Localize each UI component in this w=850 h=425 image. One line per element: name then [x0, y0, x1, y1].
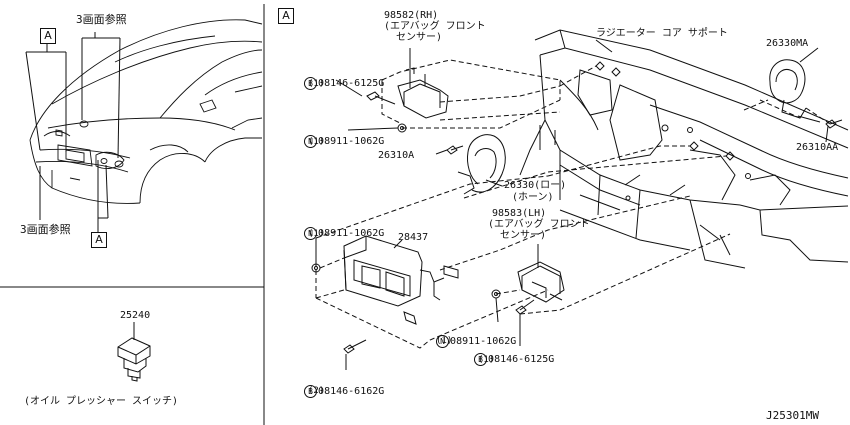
- horn-aa-part-no: 26310AA: [796, 142, 839, 153]
- sensor-rh-desc-1: (エアバッグ フロント: [384, 21, 486, 32]
- bolt-badge: B: [474, 353, 488, 366]
- sensor-lh-desc-2: センサー): [500, 230, 547, 241]
- radiator-core-support-drawing: [519, 29, 849, 269]
- nut-badge: N: [436, 335, 450, 348]
- oil-switch-part-no: 25240: [120, 310, 151, 321]
- bolt-b-lh-part-no: 08146-6125G: [488, 354, 555, 365]
- section-marker-a[interactable]: A: [278, 8, 294, 24]
- sensor-lh-desc-1: (エアバッグ フロント: [488, 219, 590, 230]
- sensor-lh-part-no: 98583(LH): [492, 208, 547, 219]
- car-illustration: [29, 19, 263, 204]
- fasteners: [311, 61, 843, 354]
- ref-marker-a-top[interactable]: A: [40, 28, 56, 44]
- sensor-lh-drawing: [517, 261, 565, 303]
- bolt-b-lamp-qty: (2): [308, 386, 325, 396]
- nut-n-lh-qty: (1): [436, 336, 453, 346]
- horn-low-desc: (ホーン): [512, 192, 554, 203]
- horn-ma-drawing: [769, 59, 821, 123]
- radiator-core-support-label: ラジエーター コア サポート: [596, 28, 728, 39]
- sensor-rh-part-no: 98582(RH): [384, 10, 439, 21]
- nut-n-rh-part-no: 08911-1062G: [318, 136, 385, 147]
- dashed-leader-lines: [315, 59, 831, 349]
- bolt-badge: B: [304, 385, 318, 398]
- bolt-b-lh-qty: (1): [478, 355, 495, 365]
- horn-ma-part-no: 26330MA: [766, 38, 809, 49]
- nut-n-lh-part-no: 08911-1062G: [450, 336, 517, 347]
- bolt-b-rh-part-no: 08146-6125G: [318, 78, 385, 89]
- horn-a-part-no: 26310A: [378, 150, 415, 161]
- sensor-rh-desc-2: センサー): [396, 32, 443, 43]
- bolt-b-rh-qty: (1): [308, 79, 325, 89]
- lamp-part-no: 28437: [398, 232, 429, 243]
- nut-badge: N: [304, 135, 318, 148]
- oil-switch-caption: (オイル プレッシャー スイッチ): [24, 396, 179, 407]
- diagram-code: J25301MW: [766, 409, 819, 422]
- left-leader-lines: [25, 32, 121, 232]
- ref-label-bottom: 3画面参照: [20, 223, 71, 236]
- nut-n-lamp-part-no: 08911-1062G: [318, 228, 385, 239]
- nut-n-rh-qty: (1): [308, 137, 325, 147]
- oil-pressure-switch-drawing: [117, 322, 151, 382]
- label-leaders: [315, 39, 829, 370]
- lamp-drawing: [343, 235, 459, 325]
- ref-label-top: 3画面参照: [76, 13, 127, 26]
- nut-n-lamp-qty: (1): [308, 229, 325, 239]
- horn-low-drawing: [457, 134, 506, 195]
- sensor-rh-drawing: [397, 67, 449, 119]
- horn-low-part-no: 26330(ロー): [504, 180, 567, 191]
- bolt-b-lamp-part-no: 08146-6162G: [318, 386, 385, 397]
- bolt-badge: B: [304, 77, 318, 90]
- ref-marker-a-bottom[interactable]: A: [91, 232, 107, 248]
- nut-badge: N: [304, 227, 318, 240]
